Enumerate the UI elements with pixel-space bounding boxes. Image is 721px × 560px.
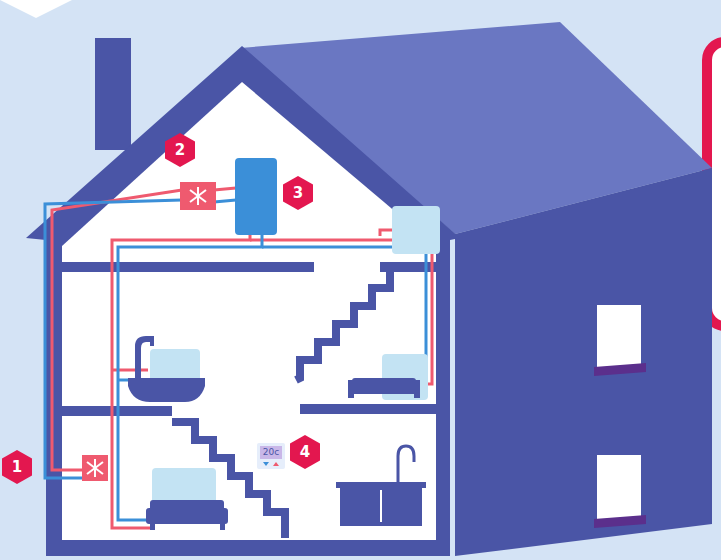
floor [380, 262, 436, 272]
callout-hexagon [290, 435, 320, 469]
front-wall [26, 46, 460, 556]
heat-pump-unit [180, 182, 216, 210]
window [597, 455, 641, 519]
sofa [348, 378, 420, 398]
thermostat-reading: 20c [259, 446, 283, 459]
pointer-notch [0, 0, 72, 18]
pipe-hot [214, 188, 236, 190]
kitchen-counter [336, 446, 426, 526]
callout-hexagon [2, 450, 32, 484]
callout-hexagon [165, 133, 195, 167]
bathtub [128, 336, 205, 402]
callout-hexagon [283, 176, 313, 210]
window [597, 305, 641, 367]
callout-number: 4 [290, 441, 320, 463]
callout-number: 2 [165, 139, 195, 161]
pipe-cold [118, 234, 262, 520]
pipe-cold [214, 200, 236, 202]
floor [62, 262, 314, 272]
window-sill [594, 363, 646, 376]
callout-number: 3 [283, 182, 313, 204]
radiator [392, 206, 440, 254]
sofa [146, 500, 228, 530]
chimney [95, 38, 131, 150]
heat-pump-unit [82, 455, 108, 481]
callout-number: 1 [2, 456, 32, 478]
side-wall [455, 168, 712, 556]
pipe-hot [380, 230, 392, 236]
interior [62, 82, 436, 540]
floor [300, 404, 436, 414]
hot-water-cylinder [235, 158, 277, 235]
thermostat [257, 443, 285, 469]
pipe-hot [112, 234, 250, 528]
staircase [296, 272, 390, 380]
pipes [45, 188, 432, 528]
window-sill [594, 515, 646, 528]
